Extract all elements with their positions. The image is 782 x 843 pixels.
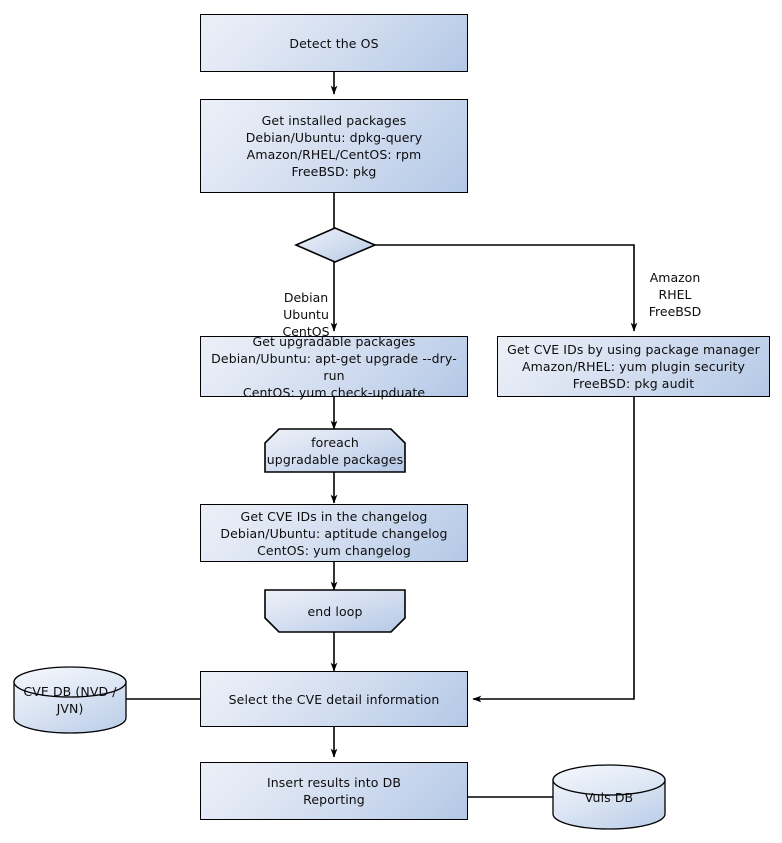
node-get-cve-in-changelog-label: Get CVE IDs in the changelog Debian/Ubun…: [220, 508, 448, 558]
node-cve-db[interactable]: CVE DB (NVD / JVN): [14, 672, 126, 727]
node-insert-results-into-db-label: Insert results into DB Reporting: [267, 775, 401, 807]
node-detect-os-label: Detect the OS: [289, 35, 379, 51]
node-get-cve-by-package-manager-label: Get CVE IDs by using package manager Ama…: [507, 342, 760, 391]
node-vuls-db[interactable]: Vuls DB: [553, 772, 665, 822]
node-detect-os[interactable]: Detect the OS: [200, 14, 468, 72]
node-select-cve-detail-label: Select the CVE detail information: [228, 691, 440, 707]
node-get-cve-by-package-manager[interactable]: Get CVE IDs by using package manager Ama…: [497, 336, 770, 397]
end-loop-shape: [264, 589, 406, 633]
node-get-upgradable-packages[interactable]: Get upgradable packages Debian/Ubuntu: a…: [200, 334, 468, 400]
edge-label-right-branch: Amazon RHEL FreeBSD: [638, 252, 712, 320]
decision-diamond-shape: [293, 227, 378, 263]
edge-label-left-branch: Debian Ubuntu CentOS: [276, 272, 336, 340]
node-get-installed-packages[interactable]: Get installed packages Debian/Ubuntu: dp…: [200, 99, 468, 193]
edge-decision-to-pkgmgr: [375, 244, 638, 332]
edge-label-left-branch-text: Debian Ubuntu CentOS: [282, 290, 330, 339]
foreach-loop-shape: [264, 428, 406, 473]
node-get-cve-in-changelog[interactable]: Get CVE IDs in the changelog Debian/Ubun…: [200, 504, 468, 562]
node-select-cve-detail[interactable]: Select the CVE detail information: [200, 671, 468, 727]
node-end-loop-label: end loop: [307, 603, 363, 619]
node-foreach-loop-label: foreach upgradable packages: [266, 434, 404, 467]
node-end-loop[interactable]: end loop: [265, 590, 405, 632]
vuls-db-cylinder-shape: [552, 764, 666, 830]
node-foreach-loop[interactable]: foreach upgradable packages: [265, 429, 405, 472]
cve-db-cylinder-shape: [13, 666, 127, 734]
node-vuls-db-label: Vuls DB: [584, 789, 634, 805]
node-get-upgradable-packages-label: Get upgradable packages Debian/Ubuntu: a…: [211, 333, 457, 400]
node-get-installed-packages-label: Get installed packages Debian/Ubuntu: dp…: [245, 113, 423, 179]
edge-pkgmgr-to-select: [472, 397, 635, 703]
edge-label-right-branch-text: Amazon RHEL FreeBSD: [648, 270, 702, 319]
node-os-decision[interactable]: [296, 228, 375, 262]
node-cve-db-label: CVE DB (NVD / JVN): [23, 683, 117, 716]
node-insert-results-into-db[interactable]: Insert results into DB Reporting: [200, 762, 468, 820]
